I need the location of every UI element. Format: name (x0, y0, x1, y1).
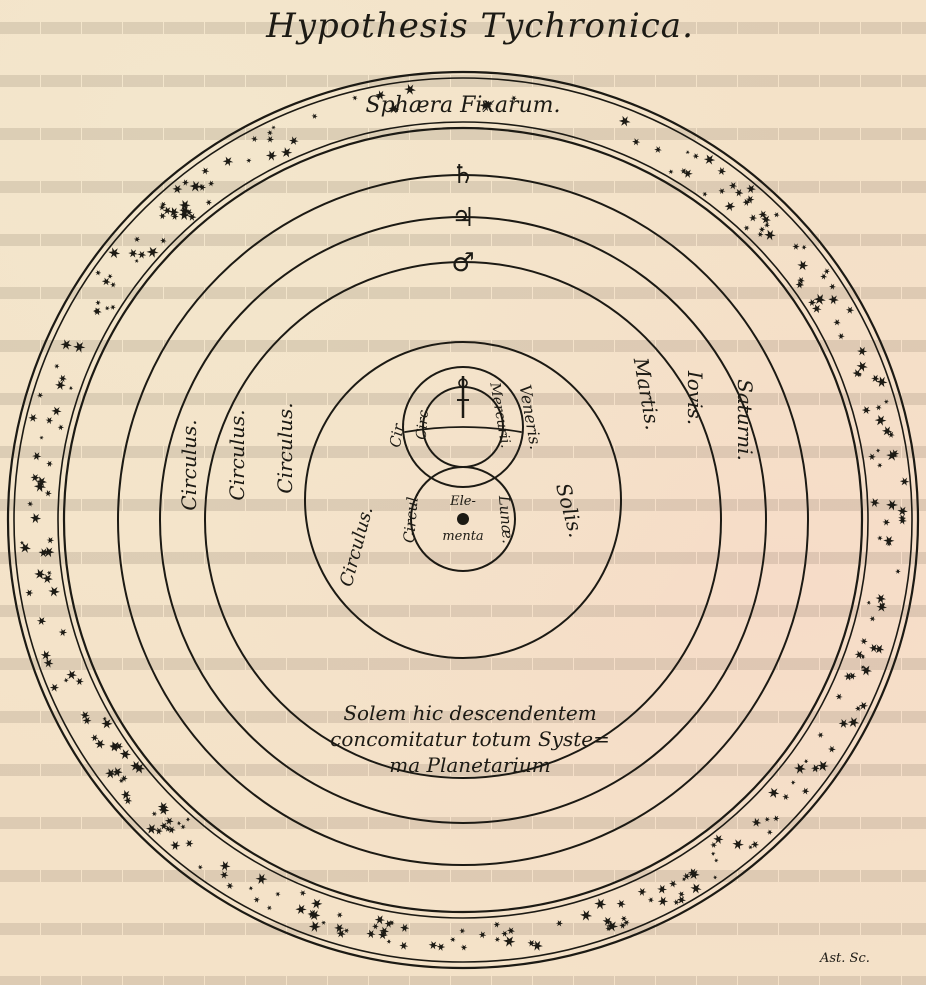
mars-orbit (204, 261, 722, 779)
sun-orbit-label: Solis. (551, 480, 588, 539)
fixed-stars-sphere (6, 70, 920, 970)
circ-label-mercury: Circ. (414, 405, 433, 440)
planet-orbits (117, 174, 809, 866)
elementa-label-bottom: menta (442, 529, 483, 544)
jupiter-orbit (159, 216, 767, 824)
sun-orbit (304, 341, 622, 659)
venus-orbit-label: Veneris. (515, 383, 545, 451)
venus-orbit (402, 366, 524, 488)
caption-line-1: Solem hic descendentem (343, 701, 597, 725)
mercury-orbit-label: Mercurii. (486, 380, 513, 449)
fixed-stars (19, 84, 910, 951)
caption: Solem hic descendentem concomitatur totu… (290, 700, 650, 778)
jupiter-orbit-label: Iovis. (683, 370, 707, 425)
saturn-symbol: ♄ (451, 160, 474, 190)
jupiter-symbol: ♃ (451, 203, 474, 233)
earth-dot (457, 513, 469, 525)
mars-symbol: ♂ (451, 248, 474, 278)
circulus-label-4: Circulus. (336, 504, 378, 589)
diagram-title: Hypothesis Tychronica. (266, 6, 694, 46)
circul-label-moon: Circul. (400, 491, 422, 543)
fixed-stars-label: Sphæra Fixarum. (366, 93, 561, 118)
caption-line-3: ma Planetarium (389, 753, 551, 777)
credit: Ast. Sc. (820, 951, 870, 966)
circulus-label-2: Circulus. (225, 409, 249, 500)
circ-label-venus: Cir. (386, 419, 408, 448)
moon-orbit (410, 466, 516, 572)
caption-line-2: concomitatur totum Syste= (330, 727, 610, 751)
sun-marker (457, 376, 469, 418)
elementa-label-top: Ele- (449, 494, 476, 509)
circulus-label-1: Circulus. (177, 419, 201, 510)
mars-orbit-label: Martis. (629, 355, 665, 432)
circulus-label-3: Circulus. (273, 402, 297, 493)
saturn-orbit-label: Saturni. (733, 379, 757, 461)
saturn-orbit (117, 174, 809, 866)
moon-orbit-label: Lunæ. (495, 494, 517, 545)
